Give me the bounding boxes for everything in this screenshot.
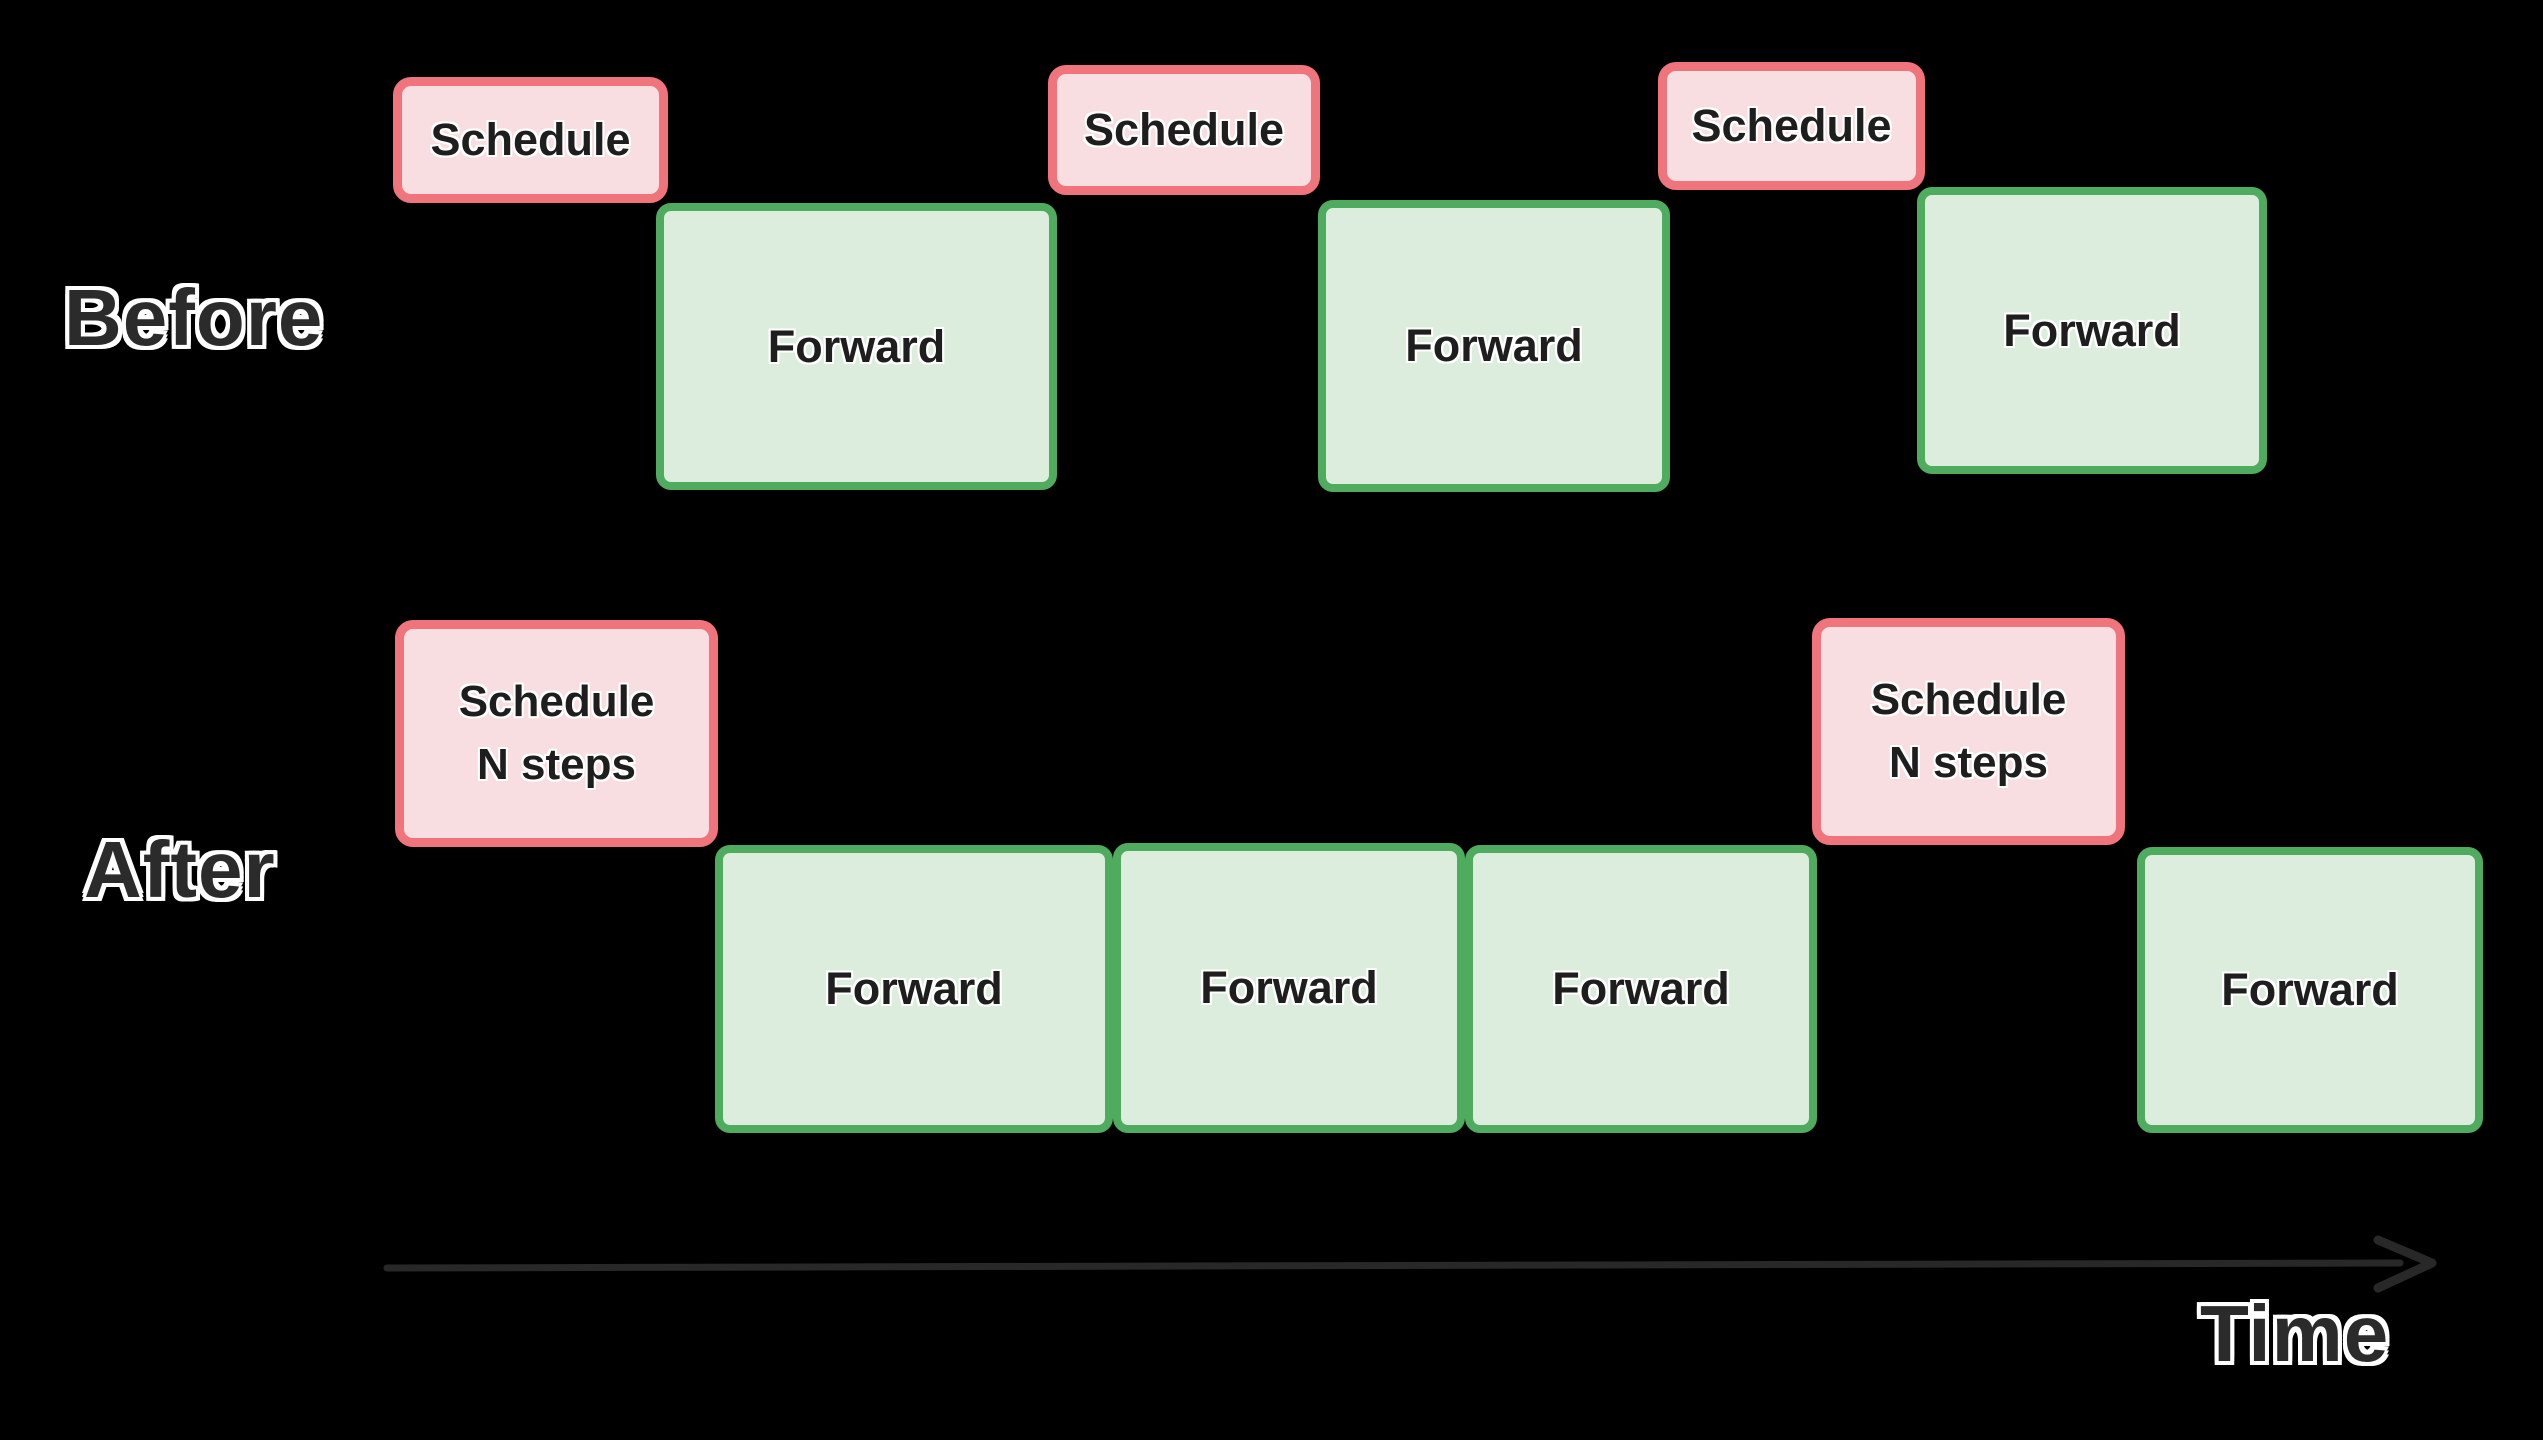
after-schedule-box-2: Schedule N steps [1812,618,2125,845]
after-forward-box-4: Forward [2137,847,2483,1133]
time-arrow-head-icon [2373,1235,2437,1293]
after-schedule-label-1: Schedule N steps [458,677,655,789]
before-schedule-label-3: Schedule [1691,100,1892,151]
before-schedule-box-3: Schedule [1658,62,1925,190]
before-forward-box-1: Forward [656,203,1057,490]
before-row-label: Before [64,273,324,362]
before-schedule-label-2: Schedule [1083,104,1285,155]
before-schedule-box-1: Schedule [393,77,668,203]
after-forward-label-3: Forward [1552,963,1730,1014]
after-forward-box-1: Forward [715,845,1113,1133]
time-arrow-shaft [383,1259,2404,1272]
after-schedule-box-1: Schedule N steps [395,620,718,847]
before-forward-label-3: Forward [2003,304,2181,356]
after-forward-label-1: Forward [825,963,1003,1014]
before-forward-label-2: Forward [1405,320,1583,371]
after-row-label: After [84,825,276,914]
after-forward-box-3: Forward [1465,845,1817,1133]
after-forward-box-2: Forward [1113,843,1465,1133]
time-axis-label: Time [2200,1289,2390,1378]
before-schedule-label-1: Schedule [430,114,631,165]
after-schedule-label-2: Schedule N steps [1870,675,2067,787]
before-forward-label-1: Forward [767,320,946,372]
before-forward-box-2: Forward [1318,200,1670,492]
before-schedule-box-2: Schedule [1048,65,1320,195]
before-forward-box-3: Forward [1917,187,2267,474]
after-forward-label-4: Forward [2221,964,2399,1015]
after-forward-label-2: Forward [1200,962,1378,1013]
